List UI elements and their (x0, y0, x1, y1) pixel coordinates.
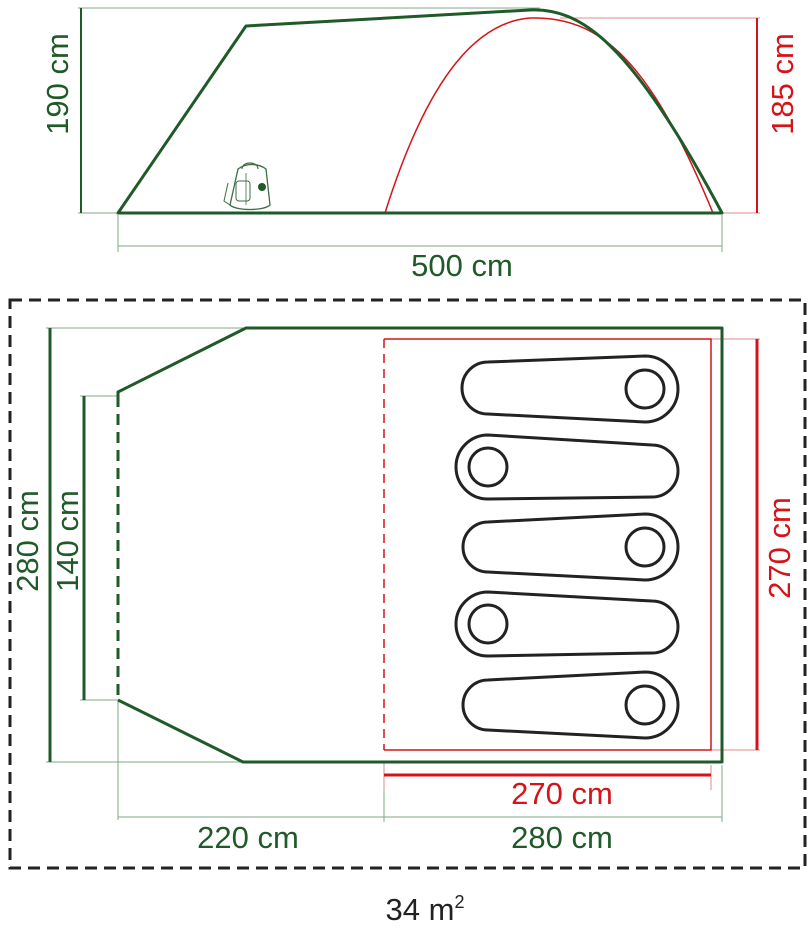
floor-plan: 280 cm 140 cm 270 cm 270 cm 220 cm 280 c… (8, 298, 807, 870)
bedroom-depth-label: 280 cm (511, 820, 613, 855)
sleeping-bag (461, 670, 680, 740)
outer-height-label: 190 cm (40, 33, 75, 135)
inner-width-label: 270 cm (762, 497, 797, 599)
outer-tent-profile (116, 8, 724, 215)
porch-depth-label: 220 cm (197, 820, 299, 855)
inner-height-label: 185 cm (765, 33, 800, 135)
length-label: 500 cm (411, 248, 513, 283)
sleeping-bag (454, 590, 680, 658)
area-label: 34 m2 (386, 892, 465, 927)
sleeping-bag (454, 433, 680, 501)
sleeping-bag (461, 512, 680, 582)
side-view: 190 cm 185 cm 500 cm (40, 7, 800, 283)
backpack-icon (223, 162, 271, 211)
inner-tent-profile (384, 17, 714, 214)
inner-tent-outline (384, 338, 712, 751)
area-value: 34 m (386, 892, 455, 927)
inner-depth-label: 270 cm (511, 776, 613, 811)
area-superscript: 2 (454, 892, 464, 912)
sleeping-bags (454, 354, 680, 740)
sleeping-bag (460, 354, 680, 424)
outer-tent-outline (116, 326, 724, 764)
footprint-boundary (8, 298, 807, 870)
outer-width-label: 280 cm (10, 490, 45, 592)
door-width-label: 140 cm (50, 490, 85, 592)
